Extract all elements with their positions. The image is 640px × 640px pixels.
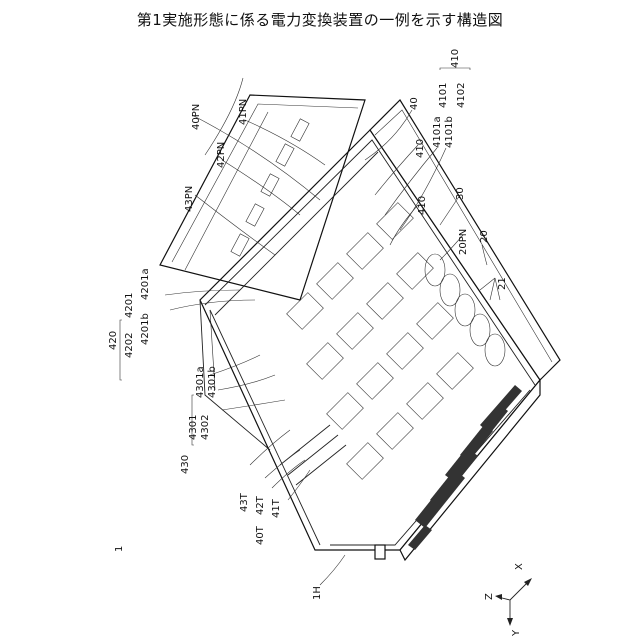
label-4101b: 4101b xyxy=(444,116,455,148)
label-4301: 4301 xyxy=(188,415,199,440)
label-43t: 43T xyxy=(239,492,250,512)
axis-label-x: X xyxy=(514,563,525,570)
axis-indicator xyxy=(495,578,532,626)
axis-label-y: Y xyxy=(511,629,522,637)
label-1: 1 xyxy=(114,546,125,552)
label-40: 40 xyxy=(409,97,420,110)
label-4101: 4101 xyxy=(438,83,449,108)
label-430: 430 xyxy=(180,455,191,474)
axis-label-z: Z xyxy=(484,593,495,600)
label-42t: 42T xyxy=(255,495,266,515)
label-41t: 41T xyxy=(271,498,282,518)
label-410-mid: 410 xyxy=(417,196,428,215)
label-30: 30 xyxy=(455,187,466,200)
label-20: 20 xyxy=(479,230,490,243)
label-40pn: 40PN xyxy=(191,104,202,130)
label-42pn: 42PN xyxy=(216,142,227,168)
label-1h: 1H xyxy=(312,586,323,600)
label-410-top: 410 xyxy=(415,139,426,158)
label-4102: 4102 xyxy=(456,83,467,108)
label-40t: 40T xyxy=(255,525,266,545)
label-4201a: 4201a xyxy=(140,268,151,300)
label-4301a: 4301a xyxy=(195,366,206,398)
label-410-group: 410 xyxy=(450,49,461,68)
label-21: 21 xyxy=(497,277,508,290)
label-41pn: 41PN xyxy=(238,99,249,125)
label-420: 420 xyxy=(108,331,119,350)
label-4201b: 4201b xyxy=(140,313,151,345)
label-4301b: 4301b xyxy=(207,366,218,398)
heatsink-fins xyxy=(408,385,522,550)
label-4302: 4302 xyxy=(200,415,211,440)
label-4201: 4201 xyxy=(124,293,135,318)
label-43pn: 43PN xyxy=(184,186,195,212)
label-20pn: 20PN xyxy=(458,229,469,255)
label-4202: 4202 xyxy=(124,333,135,358)
label-4101a: 4101a xyxy=(432,116,443,148)
